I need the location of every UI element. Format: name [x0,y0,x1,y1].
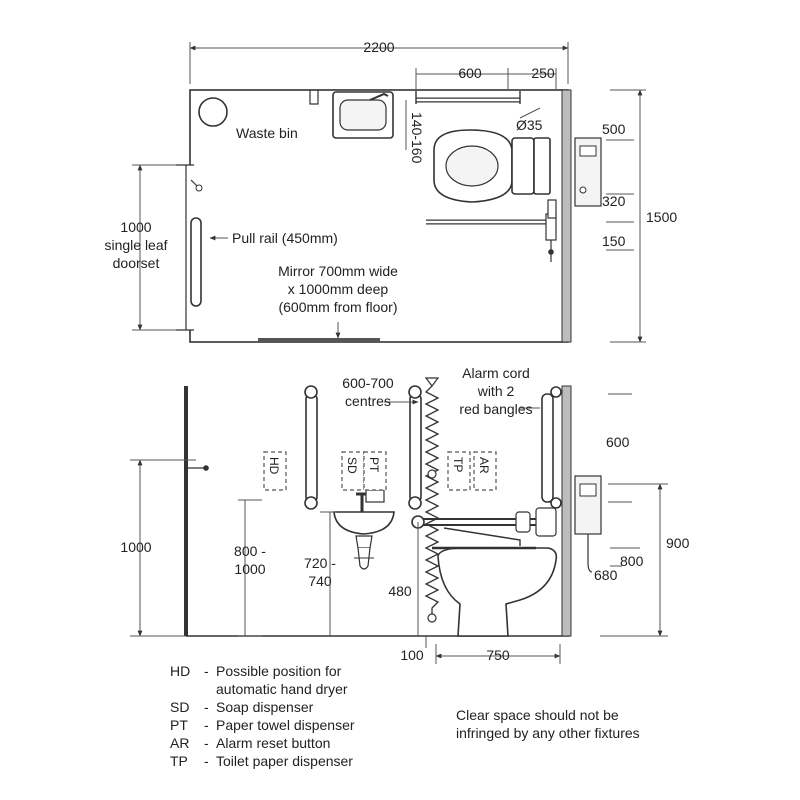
elevation-dim-100: 100 [400,647,424,663]
soap-dispenser-box [341,451,365,491]
legend-abbr: TP [170,753,188,769]
plan-dim-320: 320 [602,193,626,209]
toilet-paper-label: TP [451,457,465,472]
legend-abbr: SD [170,699,190,715]
elevation-right-wall [561,385,572,637]
elevation-alarm-cord [424,382,440,614]
clear-space-note: Clear space should not be infringed by a… [456,706,716,742]
legend-row-pt: PT - Paper towel dispenser [170,717,355,733]
legend-text: Possible position for [216,663,342,679]
legend-row-sd: SD - Soap dispenser [170,699,314,715]
elevation-dim-1000: 1000 [120,539,151,555]
legend-text: Alarm reset button [216,735,331,751]
paper-towel-label: PT [367,457,381,473]
legend-text: Paper towel dispenser [216,717,355,733]
elevation-dim-800: 800 [620,553,644,569]
alarm-reset-label: AR [477,457,491,474]
paper-towel-box [363,451,387,491]
elevation-dim-900: 900 [666,535,690,551]
plan-mirror-label-3: (600mm from floor) [278,299,397,315]
plan-pull-rail-label: Pull rail (450mm) [232,230,338,246]
plan-view [176,89,602,343]
legend-text: Toilet paper dispenser [216,753,353,769]
alarm-bangle-1 [427,469,437,479]
soap-dispenser-label: SD [345,457,359,474]
elevation-toilet-rail [409,393,422,503]
hand-dryer-label: HD [267,457,281,475]
elevation-basin-rail [305,393,318,503]
legend-text: Soap dispenser [216,699,314,715]
plan-dim-600: 600 [458,65,482,81]
rail-centres-label-2: centres [345,393,391,409]
plan-dim-500: 500 [602,121,626,137]
plan-door-type-2: doorset [113,255,160,271]
legend-text-cont: automatic hand dryer [216,681,348,697]
legend-row-hd-cont: automatic hand dryer [170,680,355,698]
plan-right-wall [561,89,572,343]
alarm-cord-label-1: Alarm cord [462,365,530,381]
plan-pull-rail [190,217,202,307]
plan-waste-bin-label: Waste bin [236,125,298,141]
clear-space-note-line-2: infringed by any other fixtures [456,725,640,741]
hand-dryer-box [263,451,287,491]
alarm-reset-box [473,451,497,491]
legend: HD - Possible position for automatic han… [170,662,355,770]
plan-mirror [258,338,380,342]
alarm-cord-label-3: red bangles [459,401,532,417]
elevation-dim-800-1000-b: 1000 [234,561,265,577]
elevation-dim-600: 600 [606,434,630,450]
alarm-cord-label-2: with 2 [477,383,515,399]
legend-row-ar: AR - Alarm reset button [170,735,331,751]
legend-abbr: HD [170,663,191,679]
plan-dimensions [132,42,646,343]
elevation-dim-720-740-b: 740 [308,573,332,589]
plan-mirror-label-2: x 1000mm deep [288,281,389,297]
elevation-dim-750: 750 [486,647,510,663]
legend-abbr: PT [170,717,188,733]
elevation-dim-720-740-a: 720 - [304,555,336,571]
toilet-paper-box [447,451,471,491]
elevation-view [184,377,602,637]
elevation-toilet [437,547,558,637]
elevation-dim-480: 480 [388,583,412,599]
legend-row-tp: TP - Toilet paper dispenser [170,753,353,769]
elevation-wall-rail [541,393,554,503]
plan-door-type: single leaf [104,237,167,253]
legend-abbr: AR [170,735,190,751]
alarm-bangle-2 [427,613,437,623]
plan-dim-150: 150 [602,233,626,249]
plan-dim-140-160: 140-160 [409,112,425,164]
elevation-dimensions [130,393,668,664]
plan-door-width: 1000 [120,219,151,235]
elevation-door-jamb [184,386,188,636]
plan-dim-250: 250 [531,65,555,81]
plan-width-dim: 2200 [363,39,394,55]
plan-dim-1500: 1500 [646,209,677,225]
legend-row-hd: HD - Possible position for [170,663,342,679]
rail-centres-label-1: 600-700 [342,375,394,391]
elevation-dim-680: 680 [594,567,618,583]
plan-dim-diameter: Ø35 [516,117,543,133]
elevation-basin [333,511,395,535]
plan-mirror-label-1: Mirror 700mm wide [278,263,398,279]
elevation-dim-800-1000-a: 800 - [234,543,266,559]
clear-space-note-line-1: Clear space should not be [456,707,619,723]
plan-toilet-cistern [511,137,535,195]
plan-waste-bin [198,97,228,127]
